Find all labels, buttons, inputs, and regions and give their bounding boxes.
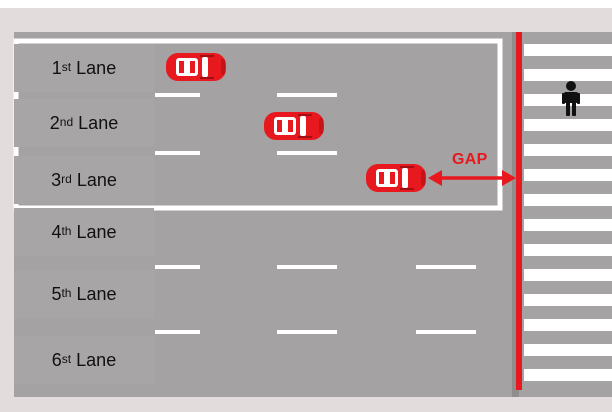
lane-divider-dash [416,330,476,334]
lane-2-number: 2 [50,113,60,134]
lane-1-suffix: st [62,60,71,74]
lane-3-number: 3 [51,170,61,191]
stop-line [516,32,522,390]
lane-divider-dash [155,265,200,269]
car-icon [366,164,426,192]
gap-label: GAP [452,151,488,169]
lane-divider-dash [155,330,200,334]
car-icon [166,53,226,81]
lane-5-suffix: th [61,286,71,300]
lane-divider-dash [416,265,476,269]
lane-divider-dash [155,151,200,155]
lane-6-word: Lane [76,350,116,371]
lane-6-suffix: st [62,352,71,366]
lane-5-number: 5 [51,284,61,305]
lane-divider-dash [277,93,337,97]
lane-divider-dash [155,93,200,97]
lane-4-number: 4 [51,222,61,243]
lane-divider-dash [277,151,337,155]
lane-6-number: 6 [52,350,62,371]
car-icon [264,112,324,140]
lane-2-word: Lane [78,113,118,134]
lane-3-suffix: rd [61,172,72,186]
lane-divider-dash [277,265,337,269]
lane-5-word: Lane [77,284,117,305]
lane-1-number: 1 [52,58,62,79]
lane-2-suffix: nd [60,115,73,129]
lane-3-word: Lane [77,170,117,191]
lane-1-word: Lane [76,58,116,79]
lane-divider-dash [277,330,337,334]
lane-4-suffix: th [61,224,71,238]
lane-4-word: Lane [77,222,117,243]
